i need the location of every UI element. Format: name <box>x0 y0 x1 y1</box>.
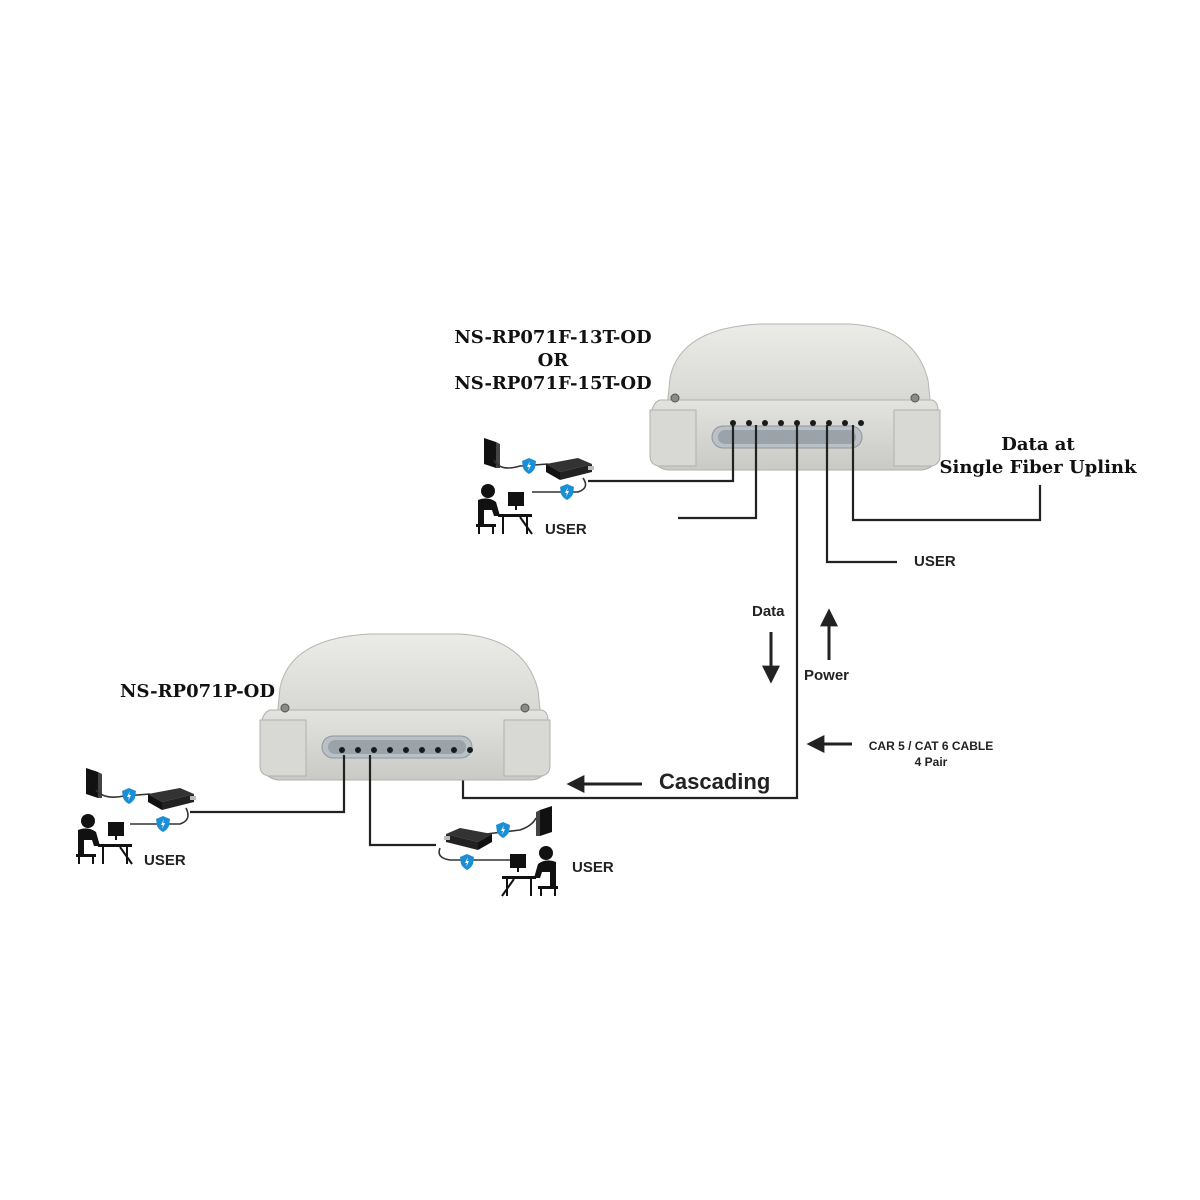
wire-repeater-user-mid <box>368 755 436 847</box>
wire-top-user-right <box>825 425 897 564</box>
poe-injector-icon <box>444 828 492 850</box>
surge-shield-icon <box>122 788 136 804</box>
poe-injector-icon <box>546 458 594 480</box>
wire-top-user-left <box>588 425 735 483</box>
uplink-label-1: Data at <box>1001 434 1075 455</box>
surge-shield-icon <box>156 816 170 832</box>
user-label: USER <box>545 521 587 538</box>
surge-shield-icon <box>460 854 474 870</box>
repeater-device <box>259 633 551 781</box>
user-at-computer-icon <box>75 813 133 865</box>
user-cluster-top-left: USER <box>475 438 594 538</box>
uplink-label-2: Single Fiber Uplink <box>940 457 1138 478</box>
user-label: USER <box>914 553 956 570</box>
data-arrow-label: Data <box>752 603 785 620</box>
main-model-label-2: NS-RP071F-15T-OD <box>454 373 651 394</box>
surge-shield-icon <box>560 484 574 500</box>
cascading-label: Cascading <box>659 769 770 794</box>
surge-shield-icon <box>496 822 510 838</box>
user-cluster-bottom-mid: USER <box>438 806 614 897</box>
repeater-ports <box>339 747 473 753</box>
surge-shield-icon <box>522 458 536 474</box>
wire-top-port3 <box>678 425 758 520</box>
user-label: USER <box>144 852 186 869</box>
repeater-model-label: NS-RP071P-OD <box>120 681 275 702</box>
poe-injector-icon <box>148 788 196 810</box>
cable-label-2: 4 Pair <box>915 755 948 769</box>
user-label: USER <box>572 859 614 876</box>
wall-outlet-icon <box>536 806 552 836</box>
power-arrow-label: Power <box>804 667 849 684</box>
main-model-label-1: NS-RP071F-13T-OD <box>454 327 651 348</box>
wire-fiber-uplink <box>851 425 1042 522</box>
user-cluster-bottom-left: USER <box>75 768 196 869</box>
cable-label-1: CAR 5 / CAT 6 CABLE <box>869 739 993 753</box>
wall-outlet-icon <box>484 438 500 468</box>
user-at-computer-icon <box>501 845 559 897</box>
user-at-computer-icon <box>475 483 533 535</box>
main-switch-device <box>649 323 941 471</box>
main-model-label-or: OR <box>538 350 570 371</box>
wire-repeater-user-left <box>190 755 346 814</box>
